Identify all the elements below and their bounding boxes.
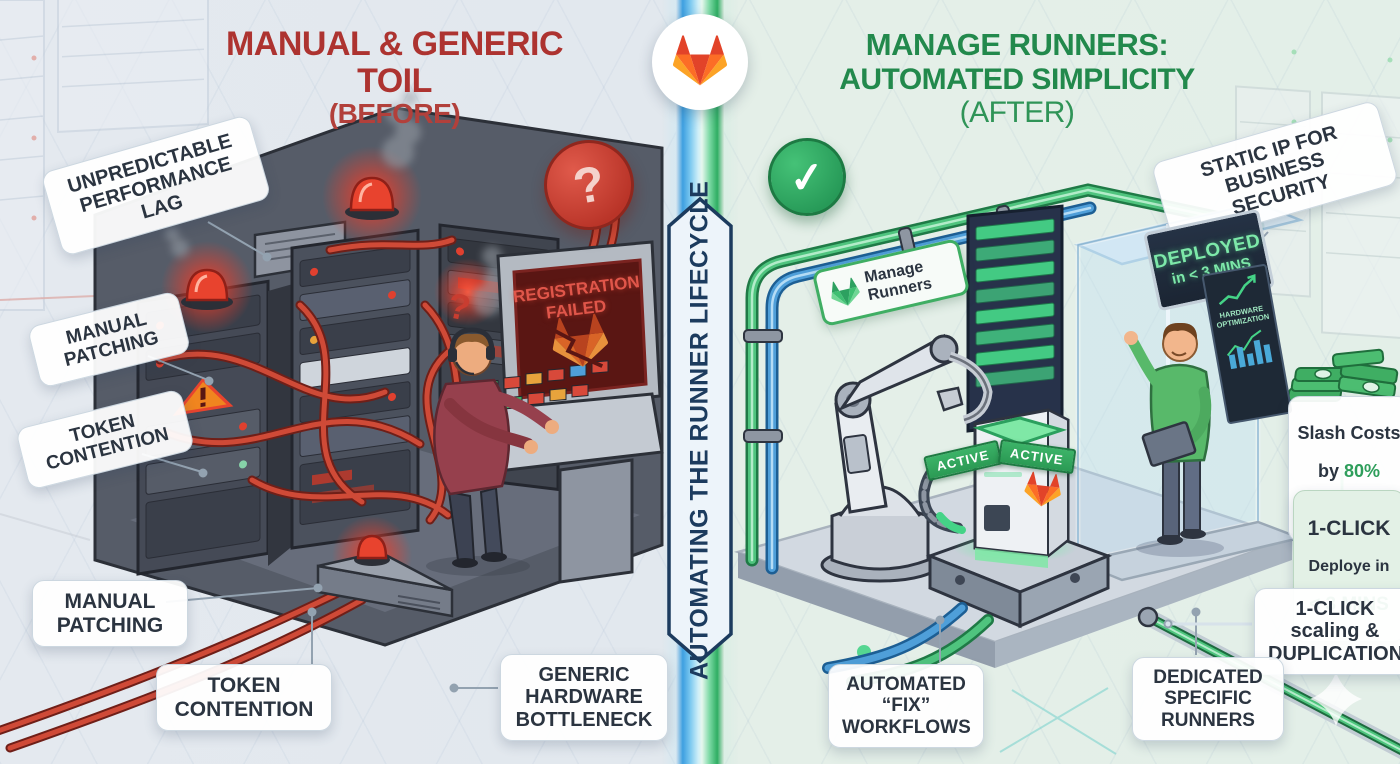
gitlab-tanuki-green-icon bbox=[831, 277, 860, 306]
after-title-suffix: (AFTER) bbox=[959, 96, 1075, 130]
label-one-click-scaling: 1-CLICK scaling & DUPLICATION bbox=[1254, 588, 1400, 676]
before-title: MANUAL & GENERIC TOIL bbox=[225, 25, 564, 100]
money-stacks-icon bbox=[1287, 348, 1399, 402]
bar-chart-icon bbox=[1226, 329, 1273, 370]
after-title-main: AUTOMATED SIMPLICITY bbox=[839, 62, 1195, 96]
before-title-block: MANUAL & GENERIC TOIL (BEFORE) bbox=[192, 26, 597, 130]
green-server-rack bbox=[966, 204, 1064, 433]
label-generic-hardware-bottleneck: GENERIC HARDWARE BOTTLENECK bbox=[500, 654, 668, 742]
label-manual-patching: MANUAL PATCHING bbox=[32, 580, 188, 648]
gitlab-logo-cracked-icon bbox=[537, 313, 609, 368]
hardware-optimization-panel: HARDWARE OPTIMIZATION bbox=[1201, 263, 1293, 425]
runner-pod bbox=[918, 408, 1070, 568]
background-server-cabinets-left bbox=[0, 0, 209, 541]
label-dedicated-specific-runners: DEDICATED SPECIFIC RUNNERS bbox=[1132, 657, 1284, 741]
check-glyph: ✓ bbox=[787, 151, 827, 203]
gitlab-logo-badge bbox=[652, 14, 748, 110]
sparkle-icon bbox=[1310, 672, 1362, 726]
robot-arm bbox=[820, 333, 993, 659]
label-automated-fix-workflows: AUTOMATED “FIX” WORKFLOWS bbox=[828, 664, 984, 748]
after-scene bbox=[733, 183, 1400, 759]
label-token-contention: TOKEN CONTENTION bbox=[156, 664, 332, 732]
trend-line-chart-icon bbox=[1218, 273, 1256, 306]
manage-runners-sign: Manage Runners bbox=[811, 237, 971, 328]
before-scene bbox=[0, 90, 664, 753]
callout-connectors bbox=[141, 221, 1344, 693]
relaxed-engineer-person bbox=[1124, 322, 1224, 557]
before-subtitle: (BEFORE) bbox=[328, 98, 461, 130]
control-console bbox=[460, 240, 664, 584]
banner-label: AUTOMATING THE RUNNER LIFECYCLE bbox=[685, 180, 714, 680]
edge-device bbox=[316, 516, 454, 618]
stressed-operator-person bbox=[426, 327, 559, 576]
question-glyph: ? bbox=[569, 154, 609, 216]
warning-triangle-icon bbox=[172, 377, 234, 417]
after-title-block: MANAGE RUNNERS: AUTOMATED SIMPLICITY (AF… bbox=[781, 27, 1253, 130]
slash-costs-line2: by 80% bbox=[1295, 461, 1400, 481]
manage-runners-sign-text: Manage Runners bbox=[863, 258, 934, 304]
lifecycle-banner: AUTOMATING THE RUNNER LIFECYCLE bbox=[666, 180, 734, 680]
banner-shape bbox=[667, 196, 733, 664]
slash-costs-line1: Slash Costs bbox=[1297, 422, 1400, 443]
alarm-beacon-icon bbox=[161, 241, 253, 333]
after-title-line1: MANAGE RUNNERS: bbox=[865, 27, 1169, 62]
one-click-deploy-line1: 1-CLICK bbox=[1307, 516, 1391, 540]
one-click-deploy-line2: Deploye in bbox=[1308, 558, 1390, 576]
pipes bbox=[743, 183, 1265, 575]
after-title-line2: AUTOMATED SIMPLICITY (AFTER) bbox=[781, 63, 1253, 130]
gitlab-tanuki-icon bbox=[672, 35, 728, 86]
slash-costs-by: by bbox=[1317, 460, 1344, 481]
slash-costs-percent: 80% bbox=[1343, 460, 1381, 481]
gitlab-logo-pod-icon bbox=[1024, 471, 1061, 507]
alarm-beacon-icon bbox=[322, 146, 422, 246]
